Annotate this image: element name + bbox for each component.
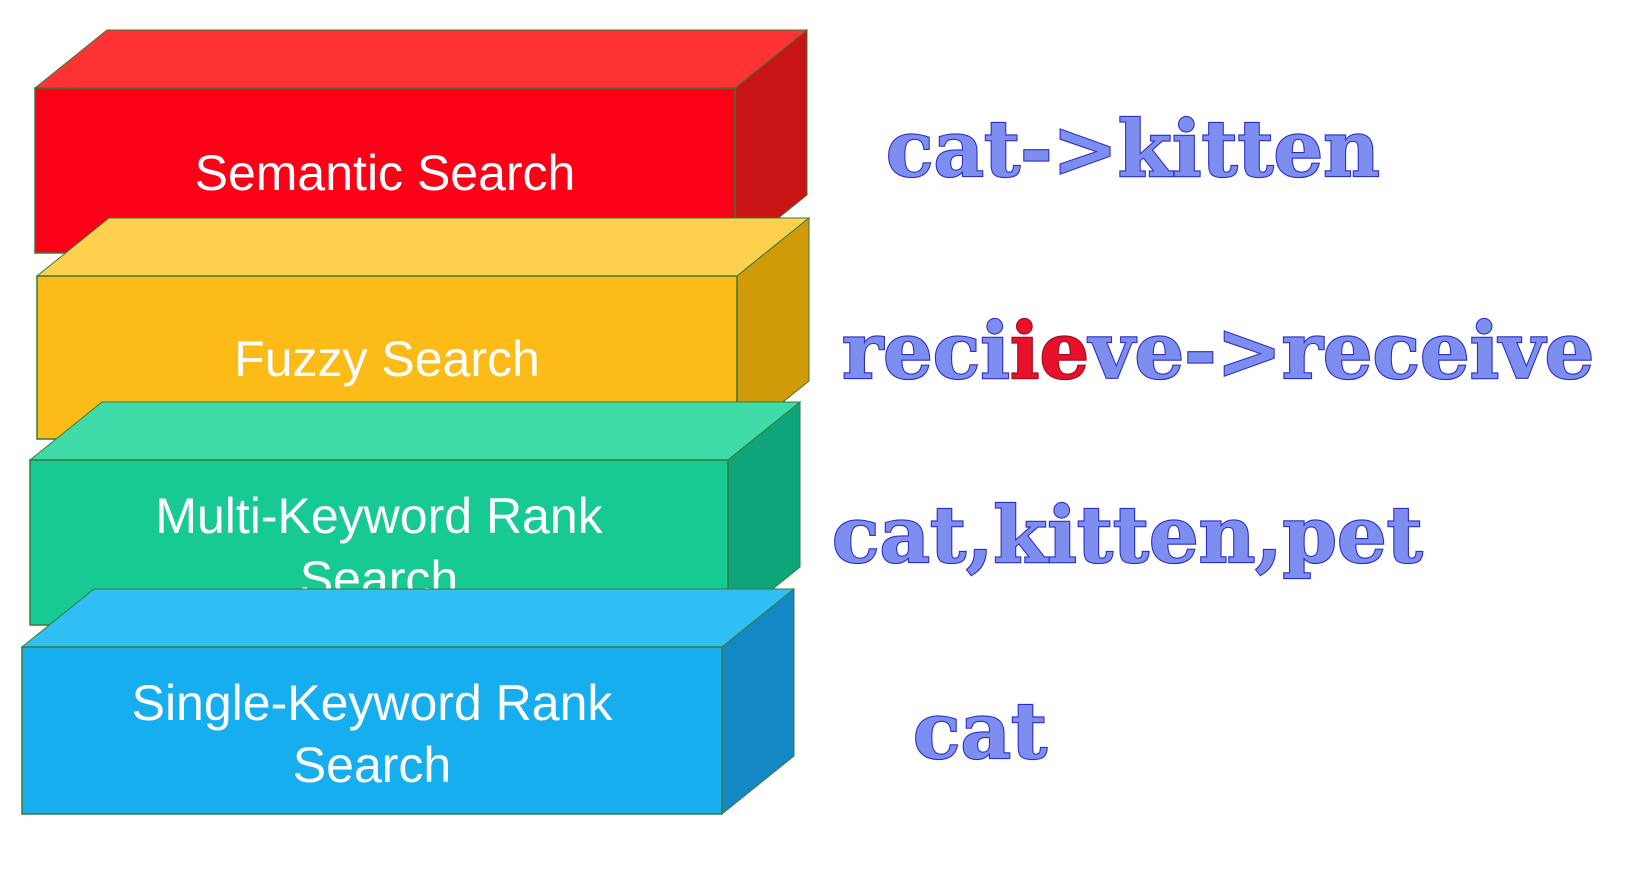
layer-single-keyword-label-line-1: Single-Keyword Rank bbox=[132, 675, 614, 731]
example-multi-keyword: cat,kitten,pet bbox=[832, 490, 1423, 581]
layer-single-keyword-front-face bbox=[21, 646, 723, 815]
example-semantic: cat->kitten bbox=[886, 104, 1380, 195]
layer-fuzzy: Fuzzy Search bbox=[35, 216, 811, 441]
layer-semantic-label-line-1: Semantic Search bbox=[195, 145, 576, 201]
example-fuzzy-part-2: ie bbox=[1010, 306, 1089, 397]
example-single-keyword: cat bbox=[913, 686, 1047, 777]
layer-fuzzy-label-line-1: Fuzzy Search bbox=[234, 331, 540, 387]
layer-semantic-top-face bbox=[33, 29, 809, 89]
example-fuzzy-part-1: reci bbox=[842, 306, 1010, 397]
example-multi-keyword-part-1: cat,kitten,pet bbox=[832, 490, 1423, 581]
example-fuzzy-part-3: ve->receive bbox=[1087, 306, 1594, 397]
example-semantic-part-1: cat->kitten bbox=[886, 104, 1380, 195]
layer-multi-keyword-label-line-1: Multi-Keyword Rank bbox=[155, 488, 603, 544]
example-column: cat->kitten reciieve->receive cat,kitten,p… bbox=[831, 103, 1595, 778]
layer-fuzzy-top-face bbox=[35, 217, 811, 277]
example-single-keyword-part-1: cat bbox=[913, 686, 1047, 777]
layer-single-keyword-label-line-2: Search bbox=[293, 737, 451, 793]
layer-single-keyword-top-face bbox=[20, 588, 796, 648]
example-fuzzy: reciieve->receive bbox=[842, 306, 1594, 397]
layer-multi-keyword-top-face bbox=[28, 401, 802, 461]
